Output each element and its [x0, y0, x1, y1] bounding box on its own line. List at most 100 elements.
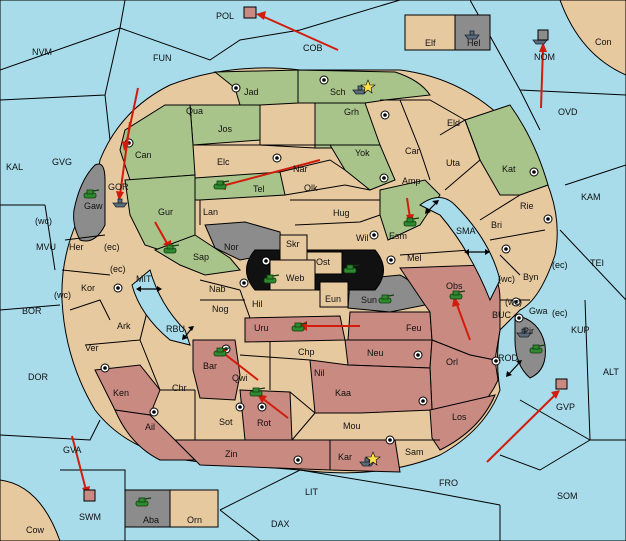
label-mel: Mel: [407, 253, 422, 263]
region-tel[interactable]: [194, 171, 286, 201]
region-kaa[interactable]: [309, 359, 433, 414]
label-nom: NOM: [534, 52, 555, 62]
region-labels: POL COB NVM FUN Elf Hel NOM Con OVD KAL …: [6, 11, 619, 535]
label-ec4: (ec): [552, 308, 568, 318]
tank-icon: [263, 274, 280, 284]
region-aba[interactable]: [124, 489, 171, 528]
label-dax: DAX: [271, 519, 290, 529]
region-eun[interactable]: [319, 281, 349, 308]
label-som: SOM: [557, 491, 578, 501]
region-kar[interactable]: [329, 439, 401, 473]
label-jos: Jos: [218, 124, 233, 134]
label-bar: Bar: [203, 361, 217, 371]
tank-icon: [529, 344, 546, 354]
region-bar[interactable]: [192, 339, 241, 401]
tank-icon: [449, 290, 466, 300]
label-rod: ROD: [498, 353, 519, 363]
label-kat: Kat: [502, 164, 516, 174]
label-car: Car: [405, 146, 420, 156]
label-con: Con: [595, 37, 612, 47]
label-aba: Aba: [143, 515, 159, 525]
label-kaa: Kaa: [335, 388, 351, 398]
star-icon: [365, 451, 381, 466]
label-sch: Sch: [330, 87, 346, 97]
label-can: Can: [135, 150, 152, 160]
tank-icon: [403, 217, 420, 227]
label-gor: GOR: [108, 182, 129, 192]
ship-icon: [112, 198, 128, 208]
label-sma: SMA: [456, 226, 476, 236]
label-chp: Chp: [298, 347, 315, 357]
label-los: Los: [452, 412, 467, 422]
sea-sma[interactable]: [419, 197, 501, 302]
label-mvu: MVU: [36, 242, 56, 252]
label-ken: Ken: [113, 388, 129, 398]
label-jad: Jad: [244, 87, 259, 97]
label-eld: Eld: [447, 118, 460, 128]
label-orl: Orl: [446, 357, 458, 367]
label-wc2: (wc): [54, 290, 71, 300]
ship-icon: [352, 85, 368, 95]
label-elc: Elc: [217, 157, 230, 167]
label-gur: Gur: [158, 207, 173, 217]
region-orn[interactable]: [169, 489, 219, 528]
label-hel: Hel: [467, 38, 481, 48]
tank-icon: [213, 180, 230, 190]
label-cow: Cow: [26, 525, 45, 535]
label-tel: Tel: [253, 184, 265, 194]
label-orn: Orn: [187, 515, 202, 525]
label-byn: Byn: [523, 272, 539, 282]
label-kam: KAM: [581, 192, 601, 202]
ship-icon: [516, 328, 532, 338]
tank-icon: [135, 497, 152, 507]
label-buc: BUC: [492, 310, 512, 320]
label-rie: Rie: [520, 201, 534, 211]
label-web: Web: [286, 273, 304, 283]
label-esm: Esm: [389, 231, 407, 241]
label-feu: Feu: [406, 323, 422, 333]
label-wc1: (wc): [35, 216, 52, 226]
label-bor: BOR: [22, 306, 42, 316]
label-kal: KAL: [6, 162, 23, 172]
label-skr: Skr: [286, 239, 300, 249]
region-los[interactable]: [429, 394, 496, 451]
label-hug: Hug: [333, 208, 350, 218]
label-elf: Elf: [425, 38, 436, 48]
region-gaw[interactable]: [73, 163, 106, 242]
label-gaw: Gaw: [84, 201, 103, 211]
region-elf[interactable]: [404, 14, 456, 51]
label-ail: Ail: [145, 422, 155, 432]
label-ec1: (ec): [104, 242, 120, 252]
label-fun: FUN: [153, 53, 172, 63]
label-eun: Eun: [325, 294, 341, 304]
label-alt: ALT: [603, 367, 619, 377]
label-ec3: (ec): [552, 260, 568, 270]
label-kup: KUP: [571, 325, 590, 335]
label-nab: Nab: [209, 284, 226, 294]
region-kat[interactable]: [464, 104, 549, 196]
label-nil: Nil: [314, 368, 325, 378]
label-ost: Ost: [316, 257, 331, 267]
star-icon: [360, 79, 376, 94]
label-lan: Lan: [203, 207, 218, 217]
label-nar: Nar: [293, 164, 308, 174]
label-wc3: (wc): [498, 274, 515, 284]
label-fro: FRO: [439, 478, 458, 488]
label-uru: Uru: [254, 323, 269, 333]
label-chr: Chr: [172, 383, 187, 393]
label-kar: Kar: [338, 452, 352, 462]
label-obs: Obs: [446, 281, 463, 291]
label-hil: Hil: [252, 299, 263, 309]
label-ec2: (ec): [110, 264, 126, 274]
label-rbu: RBU: [166, 324, 185, 334]
internal-borders: [61, 99, 546, 441]
label-gvp: GVP: [556, 402, 575, 412]
region-yok[interactable]: [329, 144, 396, 191]
label-qua: Qua: [186, 106, 203, 116]
home-markers: [83, 6, 568, 502]
region-ken[interactable]: [94, 364, 161, 416]
label-nvm: NVM: [32, 47, 52, 57]
label-lit: LIT: [305, 487, 319, 497]
label-cob: COB: [303, 43, 323, 53]
